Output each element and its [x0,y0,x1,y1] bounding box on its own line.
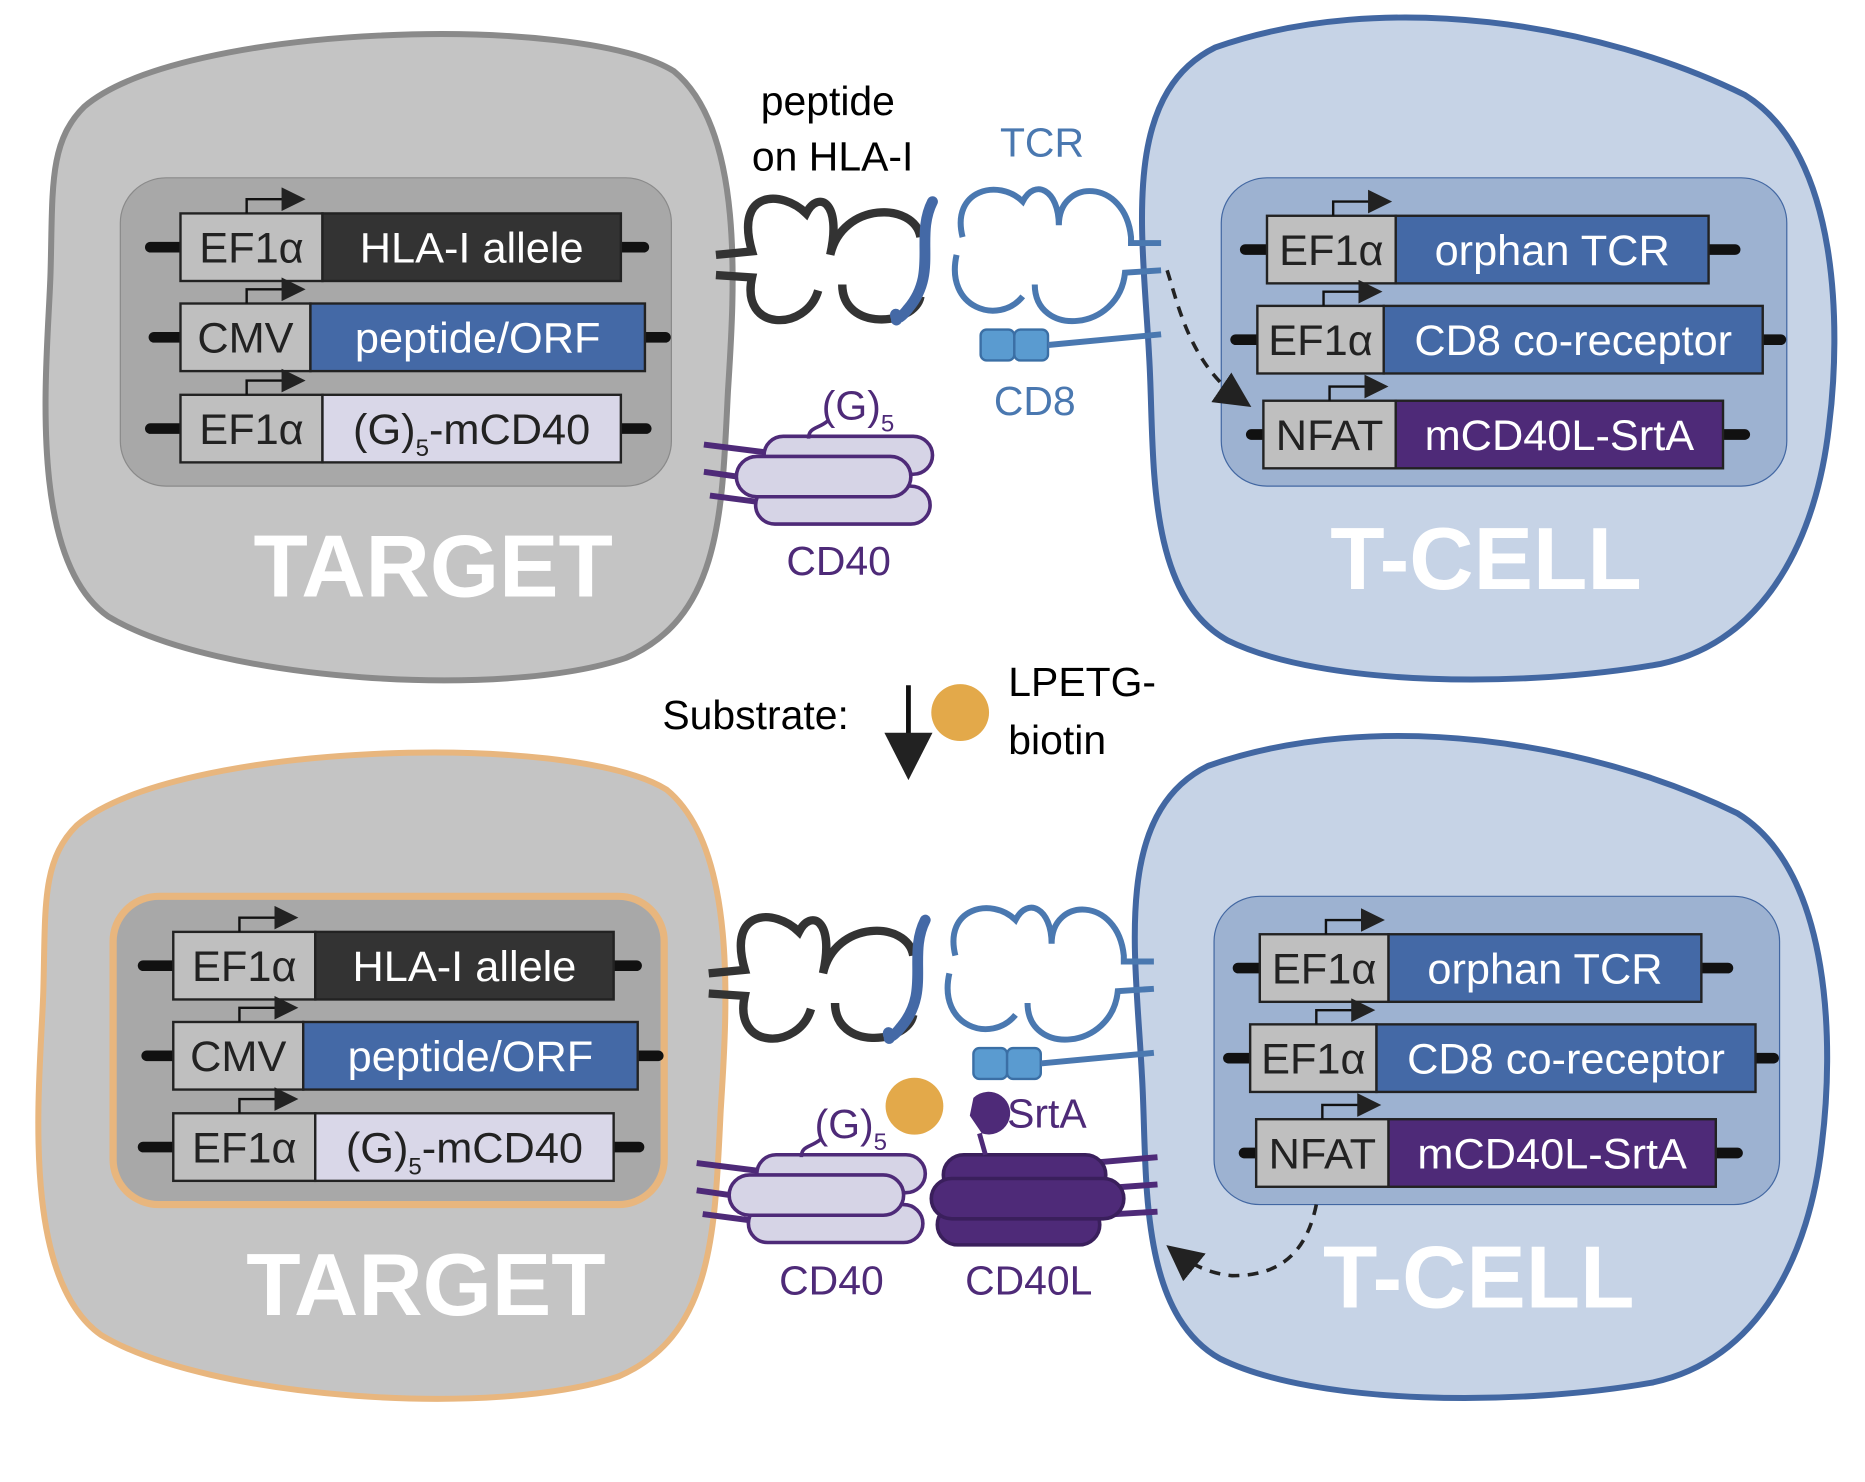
promoter-arrow-icon [238,995,299,1022]
gene-label: HLA-I allele [360,225,584,273]
cd40-label: CD40 [779,1258,884,1304]
bottom-target-construct-2: CMV peptide/ORF [141,995,664,1091]
promoter-arrow-icon [1321,1093,1382,1120]
promoter-arrow-icon [1324,908,1385,935]
gene-label: peptide/ORF [355,315,601,363]
g5-label: (G)5 [822,383,894,438]
on-hla-label: on HLA-I [752,134,913,180]
promoter-box [1256,304,1385,375]
top-target-construct-1: EF1α HLA-I allele [144,187,650,283]
gene-box [1387,933,1703,1004]
bottom-labels: (G)5 SrtA CD40 CD40L [779,1091,1092,1304]
promoter-label: NFAT [1276,412,1383,460]
target-label: TARGET [253,517,612,615]
target-label: TARGET [246,1235,605,1333]
peptide-label: peptide [761,78,895,124]
promoter-arrow-icon [238,1087,299,1114]
substrate-label: Substrate: [662,692,848,738]
promoter-label: CMV [190,1033,287,1081]
gene-box [321,393,623,464]
promoter-arrow-icon [1331,189,1393,216]
bottom-tcell: T-CELL [1135,736,1827,1398]
promoter-label: EF1α [199,406,303,454]
promoter-label: EF1α [192,1125,296,1173]
promoter-box [179,302,312,373]
biotin-icon [885,1077,944,1135]
gene-label: HLA-I allele [352,943,576,991]
promoter-arrow-icon [245,277,306,304]
top-target-cell: TARGET [46,34,733,680]
srta-label: SrtA [1007,1091,1087,1137]
top-tcell-construct-1: EF1α orphan TCR [1239,189,1741,285]
substrate-name-2: biotin [1008,717,1106,763]
promoter-label: EF1α [192,943,296,991]
bottom-target-cell: TARGET [38,753,725,1399]
promoter-arrow-icon [1315,998,1376,1025]
biotin-icon [931,684,990,741]
promoter-label: EF1α [199,225,303,273]
promoter-box [1248,1023,1378,1094]
promoter-arrow-icon [1322,279,1383,306]
promoter-arrow-icon [245,368,306,395]
cd40l-label: CD40L [965,1258,1092,1304]
gene-box [1394,214,1710,285]
gene-box [1387,1118,1718,1188]
gene-box [1375,1023,1757,1094]
bottom-tcell-construct-3: NFAT mCD40L-SrtA [1238,1093,1743,1188]
gene-label: (G)5-mCD40 [346,1125,583,1181]
gene-box [321,212,623,283]
substrate-name-1: LPETG- [1008,659,1156,705]
top-tcell-construct-2: EF1α CD8 co-receptor [1230,279,1787,375]
gene-box [314,1112,615,1183]
gene-label: CD8 co-receptor [1414,317,1732,365]
gene-box [314,930,615,1001]
bottom-target-construct-1: EF1α HLA-I allele [137,905,642,1001]
top-target-construct-3: EF1α (G)5-mCD40 [144,368,652,464]
cd8-label: CD8 [994,378,1076,424]
gene-label: peptide/ORF [348,1033,594,1081]
top-tcell: T-CELL [1142,17,1834,679]
bottom-target-construct-3: EF1α (G)5-mCD40 [137,1087,645,1183]
gene-label: mCD40L-SrtA [1425,412,1695,460]
cd40l-molecule [929,1091,1158,1247]
promoter-box [179,393,324,464]
gene-box [1394,399,1725,470]
promoter-arrow-icon [1328,374,1389,401]
promoter-label: NFAT [1269,1131,1376,1179]
gene-box [302,1020,639,1091]
promoter-label: EF1α [1279,227,1383,275]
gene-box [309,302,647,373]
top-target-construct-2: CMV peptide/ORF [148,277,671,373]
promoter-arrow-icon [245,187,306,214]
promoter-arrow-icon [238,905,299,932]
promoter-label: EF1α [1272,946,1376,994]
top-tcell-construct-3: NFAT mCD40L-SrtA [1245,374,1751,470]
bottom-molecules [697,908,1319,1282]
substrate-step: Substrate: LPETG- biotin [662,659,1156,781]
gene-label: mCD40L-SrtA [1417,1131,1687,1179]
bottom-tcell-construct-2: EF1α CD8 co-receptor [1223,998,1779,1094]
top-labels: peptide on HLA-I TCR CD8 (G)5 CD40 [752,78,1084,584]
srta-icon [969,1091,1011,1135]
gene-label: CD8 co-receptor [1407,1036,1725,1084]
promoter-label: EF1α [1268,317,1372,365]
cd40-label: CD40 [786,538,891,584]
bottom-tcell-construct-1: EF1α orphan TCR [1232,908,1734,1004]
gene-label: orphan TCR [1435,227,1670,275]
promoter-box [1258,933,1390,1004]
promoter-box [172,1112,317,1183]
top-molecules [704,189,1252,524]
gene-box [1382,304,1764,375]
gene-label: orphan TCR [1427,946,1662,994]
tcell-label: T-CELL [1323,1228,1635,1326]
tcell-label: T-CELL [1330,510,1642,608]
g5-label: (G)5 [815,1101,887,1156]
promoter-box [1265,214,1397,285]
tcr-label: TCR [1000,120,1084,166]
promoter-label: CMV [197,315,294,363]
promoter-label: EF1α [1261,1036,1365,1084]
gene-label: (G)5-mCD40 [353,406,590,462]
